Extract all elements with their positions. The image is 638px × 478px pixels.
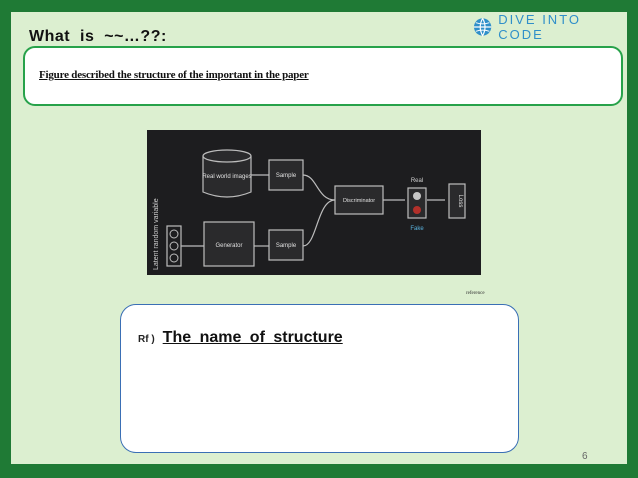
logo-text: DIVE INTO CODE <box>498 12 582 42</box>
globe-icon <box>473 18 492 37</box>
sample-label-real: Sample <box>276 173 297 179</box>
structure-name-box: Rf ) The name of structure <box>120 304 519 453</box>
real-indicator <box>413 192 421 200</box>
description-box: Figure described the structure of the im… <box>23 46 623 106</box>
brand-logo: DIVE INTO CODE <box>473 12 627 42</box>
gan-diagram: Latent random variable Real world images… <box>153 149 466 270</box>
real-label: Real <box>411 178 423 184</box>
page-number: 6 <box>582 451 588 462</box>
slide-title: What is ~~…??: <box>29 28 167 45</box>
loss-box <box>448 183 466 219</box>
fake-label: Fake <box>410 226 424 232</box>
generator-label: Generator <box>215 243 242 249</box>
discriminator-box <box>334 185 384 215</box>
generator-box <box>203 221 255 267</box>
fake-indicator <box>413 206 421 214</box>
description-text: Figure described the structure of the im… <box>39 69 309 81</box>
structure-figure: Latent random variable Real world images… <box>147 130 481 275</box>
real-images-label: Real world images <box>202 174 251 180</box>
latent-node <box>169 253 179 263</box>
real-images-db: Real world images <box>202 149 252 198</box>
sample-box-real <box>268 159 304 191</box>
structure-name-title: The name of structure <box>162 329 343 346</box>
latent-nodes-box <box>166 225 182 267</box>
rf-prefix: Rf ) <box>138 334 155 345</box>
latent-node <box>169 229 179 239</box>
discriminator-label: Discriminator <box>343 198 375 204</box>
latent-node <box>169 241 179 251</box>
decision-box <box>407 187 427 219</box>
reference-label: reference <box>466 291 485 296</box>
loss-label: Loss <box>457 195 463 208</box>
connector-lines <box>181 174 445 247</box>
latent-label: Latent random variable <box>153 198 160 270</box>
structure-name-line: Rf ) The name of structure <box>138 329 343 347</box>
slide-content: What is ~~…??: DIVE INTO CODE Figure des… <box>11 12 627 464</box>
sample-box-fake <box>268 229 304 261</box>
sample-label-fake: Sample <box>276 243 297 249</box>
